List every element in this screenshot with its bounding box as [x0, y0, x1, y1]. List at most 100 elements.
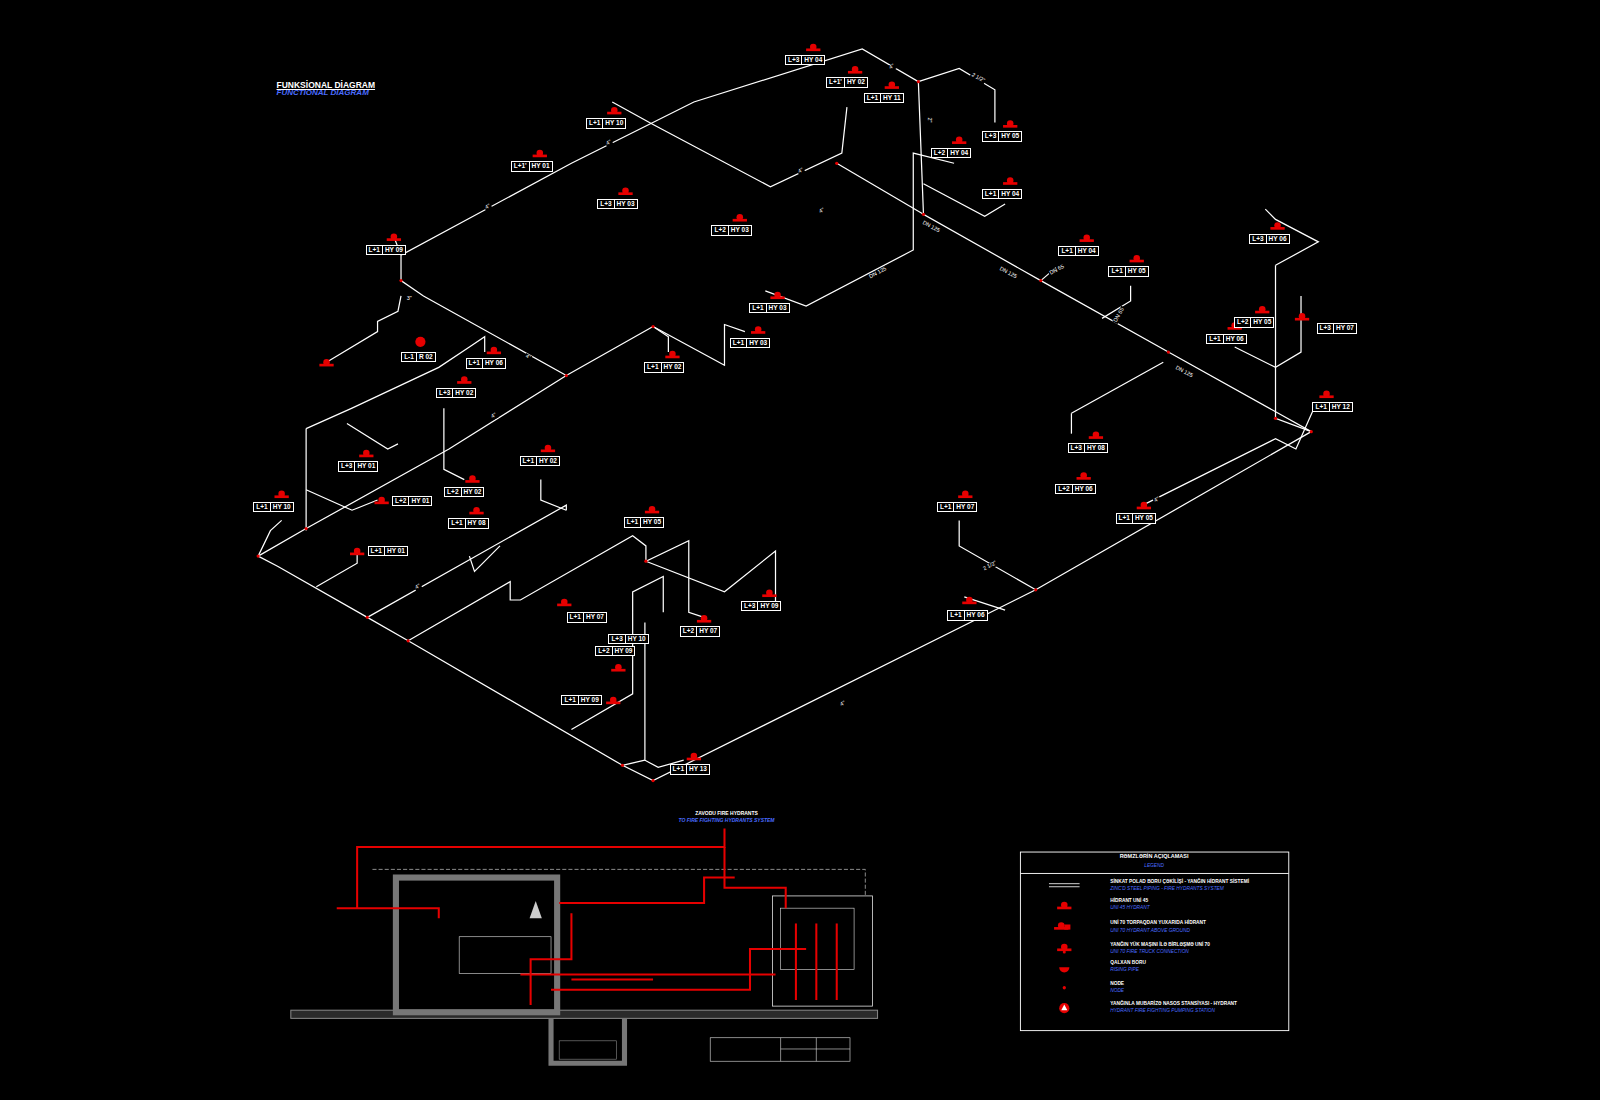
hydrant-symbols — [387, 233, 401, 240]
tag-text: L+1 — [587, 119, 602, 128]
hydrant-tag: L+1HY 11 — [864, 93, 904, 104]
pipe-size: DN 125 — [867, 266, 888, 281]
tag-text: L+1 — [948, 611, 963, 620]
pipe-node-dots — [407, 639, 410, 642]
tag-text: L+1 — [521, 457, 536, 466]
pipe-network — [1071, 362, 1163, 413]
pipe-network — [306, 490, 377, 510]
hydrant-tag: L+1HY 10 — [253, 502, 293, 513]
hydrant-tag: L+3HY 09 — [741, 601, 781, 612]
pipe-size: 4" — [483, 203, 492, 211]
tag-text: L+2 — [712, 226, 727, 235]
pipe-network — [316, 551, 357, 587]
tag-text: L+1 — [750, 304, 765, 313]
pipe-network — [327, 296, 401, 362]
tag-text: HY 10 — [270, 503, 293, 512]
legend-frame — [1020, 873, 1288, 874]
tag-text: HY 06 — [964, 611, 987, 620]
tag-text: HY 05 — [1250, 318, 1273, 327]
pipe-network — [541, 480, 567, 511]
pipe-network — [306, 337, 485, 429]
pump-station-section — [571, 979, 653, 981]
tag-text: HY 03 — [746, 339, 769, 348]
pipe-network — [258, 520, 281, 556]
tag-text: HY 07 — [583, 613, 606, 622]
tag-text: L+1 — [449, 519, 464, 528]
tag-text: HY 06 — [1072, 485, 1095, 494]
pump-station-section — [815, 923, 817, 1000]
hydrant-tag: L+2HY 09 — [595, 646, 635, 657]
tag-text: L+2 — [393, 497, 408, 506]
note-text: UNI 45 HYDRANT — [1110, 906, 1149, 911]
hydrant-symbols — [952, 137, 966, 144]
hydrant-symbols — [1319, 391, 1333, 398]
tag-text: L+3 — [437, 389, 452, 398]
tag-text: HY 10 — [625, 635, 648, 644]
pump-station-section — [772, 896, 872, 1006]
tag-text: L+1 — [865, 94, 880, 103]
pipe-network — [258, 432, 1311, 781]
hydrant-tag: L+3HY 05 — [982, 131, 1022, 142]
hydrant-tag: L+1'HY 01 — [511, 161, 553, 172]
hydrant-tag: L+2HY 03 — [711, 225, 751, 236]
hydrant-symbols — [611, 664, 625, 671]
hydrant-symbols — [1130, 255, 1144, 262]
hydrant-symbols — [1080, 234, 1094, 241]
pump-station-section — [291, 1010, 878, 1018]
tag-text: L+1 — [645, 363, 660, 372]
hydrant-symbols — [415, 337, 425, 347]
pipe-network — [258, 49, 1318, 781]
pump-station-section — [372, 869, 865, 896]
tag-text: L+1 — [671, 765, 686, 774]
tag-text: HY 02 — [461, 488, 484, 497]
pump-station-section — [551, 1018, 624, 1063]
tag-text: HY 10 — [602, 119, 625, 128]
tag-text: HY 02 — [536, 457, 559, 466]
tag-text: HY 07 — [696, 627, 719, 636]
tag-text: L+3 — [983, 132, 998, 141]
pipe-network — [571, 577, 663, 730]
hydrant-tag: L+1HY 09 — [366, 245, 406, 256]
tag-text: L+1 — [254, 503, 269, 512]
hydrant-symbols — [606, 697, 620, 704]
hydrant-tag: L+2HY 06 — [1055, 484, 1095, 495]
hydrant-symbols — [533, 150, 547, 157]
tag-text: L+2 — [932, 149, 947, 158]
hydrant-symbols — [374, 497, 388, 504]
pipe-network — [1071, 413, 1072, 433]
legend-frame — [1020, 852, 1288, 1031]
legend-samples — [1049, 886, 1080, 887]
tag-text: L+3 — [1069, 444, 1084, 453]
legend-entry: YANĞINLA MUBARİZƏ NASOS STANSİYASI - HYD… — [1110, 1002, 1237, 1007]
pipe-size: 4" — [887, 63, 896, 71]
hydrant-tag: L+1HY 06 — [1206, 334, 1246, 345]
pipe-size: 2 1/2" — [969, 71, 986, 83]
note-text: HYDRANT FIRE FIGHTING PUMPING STATION — [1110, 1009, 1215, 1014]
hydrant-tag: L+3HY 08 — [1068, 443, 1108, 454]
hydrant-tag: L+1HY 03 — [749, 303, 789, 314]
tag-text: HY 02 — [452, 389, 475, 398]
hydrant-symbols — [1089, 431, 1103, 438]
legend-samples — [1063, 986, 1066, 989]
tag-text: L+3 — [1318, 324, 1333, 333]
tag-text: HY 09 — [757, 602, 780, 611]
tag-text: L+2 — [1235, 318, 1250, 327]
legend-samples — [1049, 883, 1080, 884]
pipe-node-dots — [399, 279, 402, 282]
hydrant-tag: L+1HY 04 — [982, 189, 1022, 200]
tag-text: L+2 — [445, 488, 460, 497]
pipe-size: DN 65 — [1048, 264, 1066, 277]
tag-text: HY 03 — [766, 304, 789, 313]
tag-text: HY 07 — [953, 503, 976, 512]
tag-text: HY 04 — [947, 149, 970, 158]
pipe-size: 4" — [797, 167, 806, 175]
tag-text: L+1 — [625, 518, 640, 527]
hydrant-tag: L+1HY 04 — [1058, 246, 1098, 257]
tag-text: HY 04 — [801, 56, 824, 65]
note-text: LEGEND — [1144, 864, 1164, 869]
tag-text: HY 05 — [640, 518, 663, 527]
pipe-network — [408, 536, 704, 641]
tag-text: L+3 — [339, 462, 354, 471]
hydrant-symbols — [806, 44, 820, 51]
